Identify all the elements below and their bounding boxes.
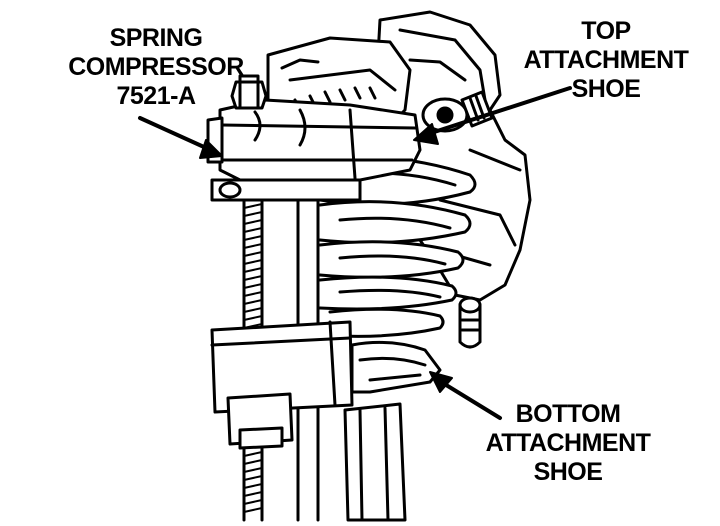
spring-compressor-arrow (138, 116, 217, 154)
top-shoe-arrow (423, 86, 572, 137)
spring-compressor-label-line1: SPRING (109, 24, 203, 52)
top-shoe-label-line2: ATTACHMENT (523, 46, 689, 74)
spring-compressor-label-line3: 7521-A (116, 82, 197, 110)
spring-compressor-label-line2: COMPRESSOR (68, 53, 244, 81)
top-attachment-shoe-label: TOP ATTACHMENT SHOE (500, 17, 712, 104)
bottom-shoe-label-line1: BOTTOM (515, 400, 621, 428)
compressor-bottom-block (210, 320, 442, 450)
spring-compressor-label: SPRING COMPRESSOR 7521-A (68, 24, 244, 111)
bottom-shoe-label-line2: ATTACHMENT (485, 429, 651, 457)
bottom-shoe-arrow (436, 378, 502, 420)
top-shoe-label-line1: TOP (581, 17, 631, 45)
callout-arrows (138, 86, 572, 420)
top-shoe-label-line3: SHOE (571, 75, 641, 103)
bottom-shoe-label-line3: SHOE (533, 458, 603, 486)
top-bolt (230, 74, 268, 110)
bottom-attachment-shoe-label: BOTTOM ATTACHMENT SHOE (468, 400, 668, 487)
compressor-top-block (206, 98, 422, 202)
strut-body (343, 402, 407, 522)
